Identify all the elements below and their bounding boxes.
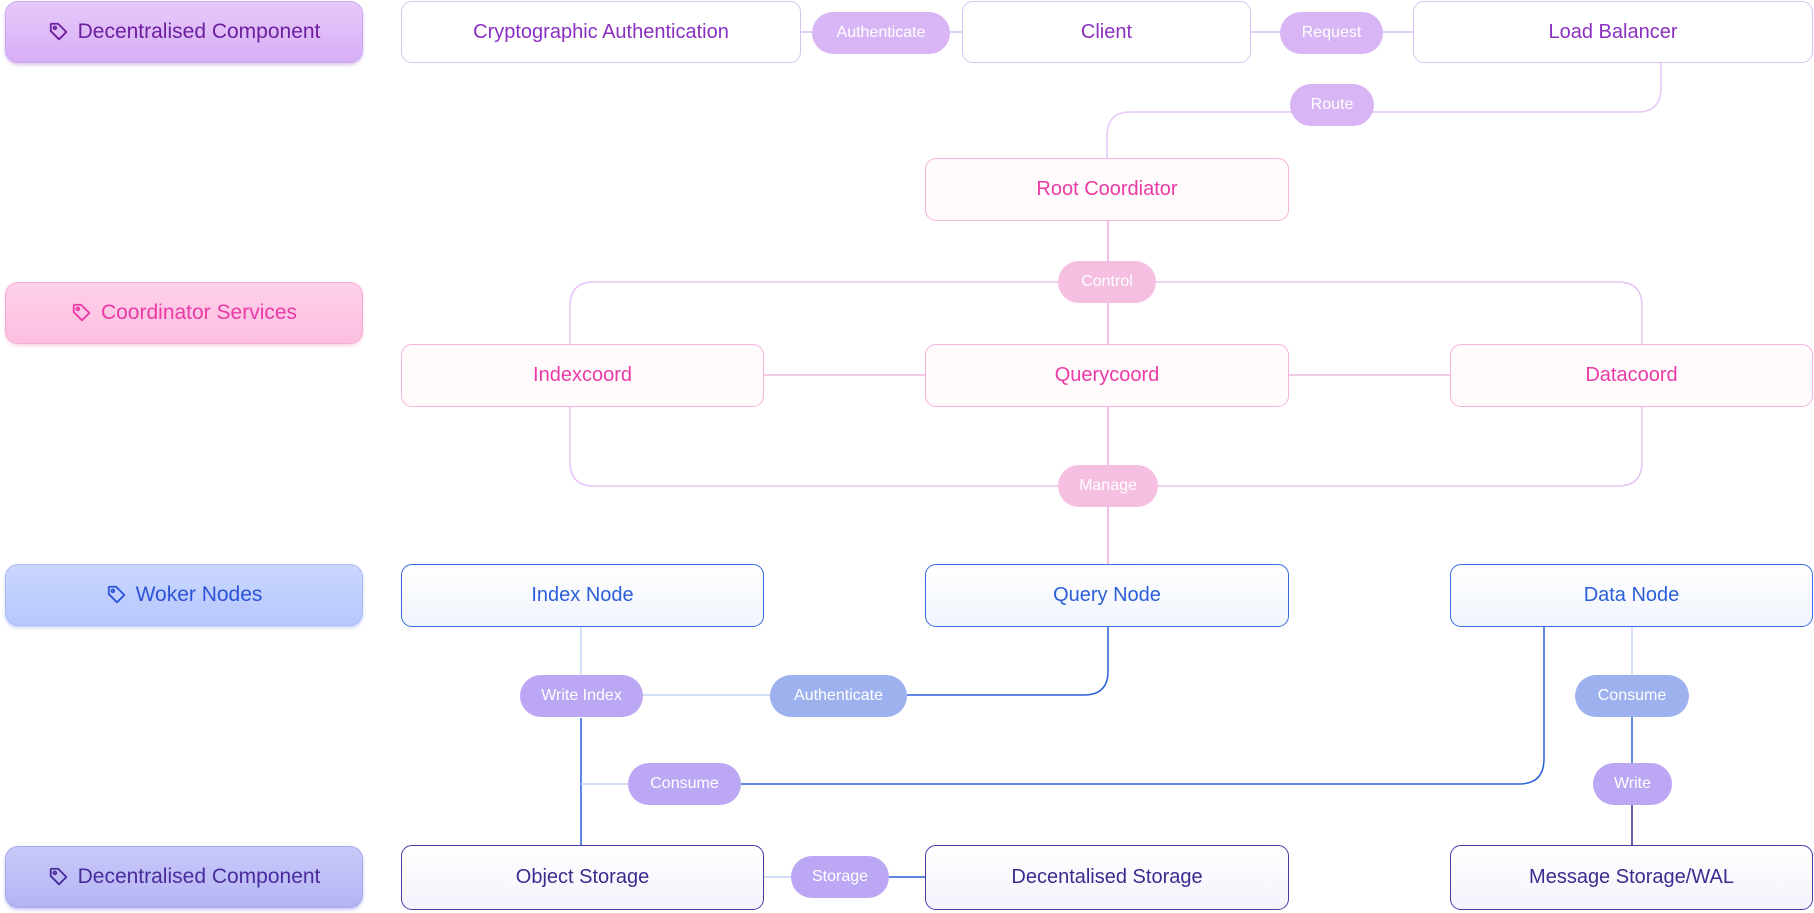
edge-label-manage: Manage bbox=[1058, 465, 1158, 507]
node-object-storage[interactable]: Object Storage bbox=[401, 845, 764, 910]
edge-label-consume-right: Consume bbox=[1575, 675, 1689, 717]
node-client[interactable]: Client bbox=[962, 1, 1251, 63]
tag-icon bbox=[49, 22, 67, 41]
edge-label-authenticate-bottom: Authenticate bbox=[770, 675, 907, 717]
node-querycoord[interactable]: Querycoord bbox=[925, 344, 1289, 407]
tier-label: Coordinator Services bbox=[100, 301, 298, 324]
edge-datanode-consume-left bbox=[741, 627, 1545, 785]
node-root-coordinator[interactable]: Root Coordiator bbox=[925, 158, 1289, 221]
edge-label-authenticate-top: Authenticate bbox=[812, 12, 950, 54]
node-load-balancer[interactable]: Load Balancer bbox=[1413, 1, 1813, 63]
edge-label-control: Control bbox=[1058, 261, 1156, 303]
edge-route bbox=[1106, 63, 1662, 158]
tier-label: Decentralised Component bbox=[77, 20, 321, 43]
tag-icon bbox=[49, 867, 67, 886]
node-datacoord[interactable]: Datacoord bbox=[1450, 344, 1813, 407]
node-query-node[interactable]: Query Node bbox=[925, 564, 1289, 627]
edge-querynode-auth bbox=[907, 627, 1109, 696]
node-message-storage[interactable]: Message Storage/WAL bbox=[1450, 845, 1813, 910]
node-index-node[interactable]: Index Node bbox=[401, 564, 764, 627]
node-indexcoord[interactable]: Indexcoord bbox=[401, 344, 764, 407]
node-data-node[interactable]: Data Node bbox=[1450, 564, 1813, 627]
edge-label-write: Write bbox=[1593, 763, 1672, 805]
tag-icon bbox=[107, 585, 125, 604]
tier-decentralised-component-bottom: Decentralised Component bbox=[5, 846, 363, 908]
edge-label-request: Request bbox=[1280, 12, 1383, 54]
tier-decentralised-component: Decentralised Component bbox=[5, 1, 363, 63]
tier-worker-nodes: Woker Nodes bbox=[5, 564, 363, 626]
node-cryptographic-authentication[interactable]: Cryptographic Authentication bbox=[401, 1, 801, 63]
tier-coordinator-services: Coordinator Services bbox=[5, 282, 363, 344]
tier-label: Woker Nodes bbox=[135, 583, 263, 606]
edge-label-route: Route bbox=[1290, 84, 1374, 126]
edge-label-storage: Storage bbox=[791, 856, 889, 898]
edge-label-consume-left: Consume bbox=[628, 763, 741, 805]
node-decentralised-storage[interactable]: Decentalised Storage bbox=[925, 845, 1289, 910]
edge-label-write-index: Write Index bbox=[520, 675, 643, 717]
tag-icon bbox=[72, 303, 91, 322]
tier-label: Decentralised Component bbox=[77, 865, 321, 888]
